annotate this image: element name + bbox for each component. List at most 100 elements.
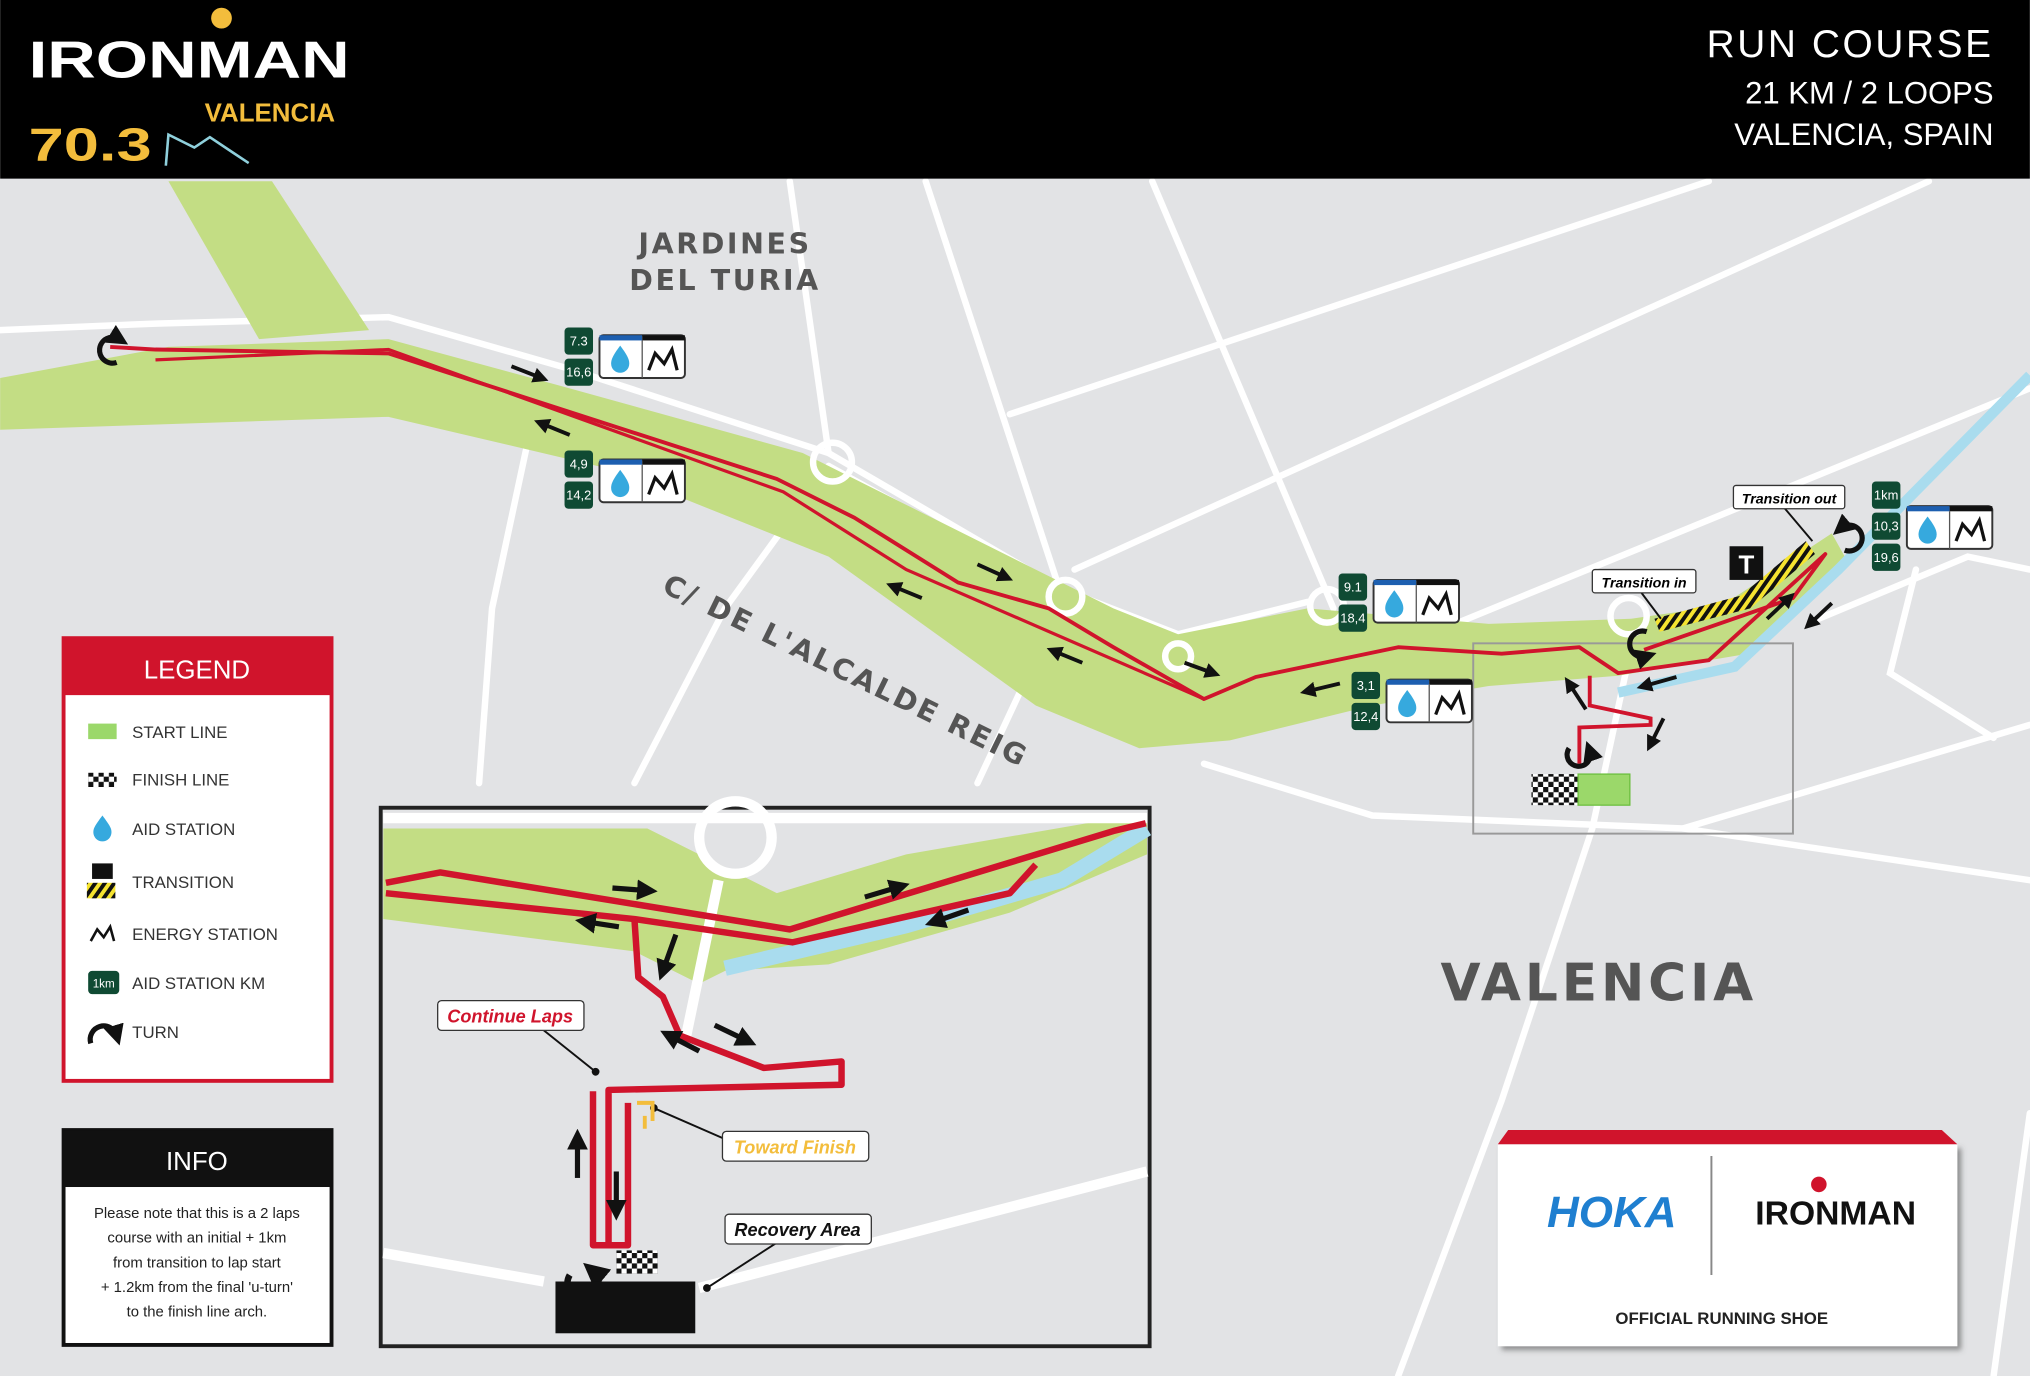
legend-item-energy-station: ENERGY STATION: [132, 925, 278, 944]
ironman-logo-dot: [1811, 1176, 1827, 1193]
aid-station-marker: 1km 10,3 19,6: [1871, 481, 1994, 571]
km-badge-label: 12,4: [1353, 709, 1378, 724]
toward-finish-arrow-icon: [637, 1100, 655, 1129]
ironman-logo: IRONMAN: [1755, 1196, 1916, 1233]
logo-head-icon: [211, 7, 232, 29]
energy-station-icon: [647, 469, 679, 496]
direction-arrow-icon: [976, 562, 1014, 582]
run-route-return: [155, 347, 1205, 701]
direction-arrows: [510, 364, 1834, 752]
km-badge: [564, 327, 594, 355]
svg-text:Continue Laps: Continue Laps: [447, 1007, 573, 1027]
svg-text:Toward Finish: Toward Finish: [734, 1137, 856, 1157]
recovery-area: [555, 1281, 696, 1334]
km-badge-label: 16,6: [566, 365, 591, 380]
inset-park: [383, 812, 1148, 984]
km-badge-label: 19,6: [1874, 550, 1899, 565]
direction-arrow-icon: [1183, 660, 1221, 678]
svg-text:Transition in: Transition in: [1602, 576, 1687, 592]
transition-icon: [92, 863, 113, 879]
inset-locator-frame: [1472, 642, 1794, 835]
legend-item-aid-station: AID STATION: [132, 820, 235, 839]
km-badge: [1871, 512, 1901, 540]
legend-title: LEGEND: [144, 656, 250, 684]
inset-route: [385, 820, 1147, 1249]
header-title: RUN COURSE: [1707, 23, 1994, 66]
km-badge: [1338, 573, 1368, 601]
hoka-logo: HOKA: [1547, 1188, 1677, 1237]
aid-station-marker: 9.118,4: [1338, 573, 1460, 632]
finish-line-icon: [88, 772, 117, 788]
finish-line-icon: [616, 1250, 658, 1274]
direction-arrow-icon: [886, 582, 923, 600]
aid-station-icon: [1918, 516, 1937, 544]
direction-arrow-icon: [713, 1022, 757, 1046]
park-label-line2: DEL TURIA: [629, 264, 821, 297]
start-line-icon: [88, 723, 117, 740]
km-badge: [1351, 671, 1381, 700]
direction-arrow-icon: [1046, 646, 1084, 665]
run-route: [110, 344, 1828, 701]
km-badge-label: 14,2: [566, 488, 591, 503]
aid-station-marker: 4,9 14,2: [564, 450, 686, 509]
energy-station-icon: [89, 923, 116, 942]
inset-river: [723, 821, 1152, 976]
direction-arrow-icon: [1765, 592, 1795, 621]
direction-arrow-icon: [612, 879, 658, 901]
legend-item-finish-line: FINISH LINE: [132, 771, 229, 790]
direction-arrow-icon: [1804, 601, 1834, 630]
legend-item-start-line: START LINE: [132, 723, 227, 742]
km-badge-label: 7.3: [570, 334, 588, 349]
finish-inset: Continue Laps Toward Finish Recovery Are…: [378, 796, 1152, 1349]
transition-badge: T: [1738, 551, 1754, 579]
continue-laps-callout: Continue Laps: [437, 999, 600, 1076]
km-badge: [1351, 702, 1381, 731]
toward-finish-callout: Toward Finish: [637, 1100, 870, 1162]
header-distance: 21 KM / 2 LOOPS: [1745, 76, 1993, 111]
km-badge-label: 3,1: [1357, 678, 1375, 693]
aid-station-marker: 3,1 12,4: [1351, 671, 1473, 731]
km-badge-label: 1km: [1874, 488, 1898, 503]
direction-arrow-icon: [510, 364, 549, 383]
finish-line-icon: [1531, 774, 1579, 806]
recovery-area-callout: Recovery Area: [703, 1213, 872, 1292]
km-badge-label: 10,3: [1874, 519, 1899, 534]
inset-arrows: [567, 879, 970, 1221]
park-label-line1: JARDINES: [636, 228, 811, 261]
direction-arrow-icon: [660, 1030, 701, 1054]
aid-station-icon: [1398, 689, 1417, 718]
logo-brand: IRONMAN: [29, 31, 350, 89]
header: IRONMAN 70.3 VALENCIA RUN COURSE 21 KM /…: [0, 0, 2030, 179]
logo-city-art-icon: [164, 132, 250, 166]
turn-icon: [1627, 628, 1657, 670]
transition-out-callout: Transition out: [1732, 484, 1846, 542]
aid-stations: 7.3 16,6 4,9 14,2 9.118,4 3,1 12,4 1km 10,3 19,6: [564, 327, 1994, 731]
park-north-strip: [168, 181, 370, 340]
km-badge: [1871, 543, 1901, 571]
energy-station-icon: [1421, 589, 1453, 616]
transition-area: [1654, 541, 1815, 632]
info-line: from transition to lap start: [113, 1255, 282, 1271]
aid-station-icon: [93, 815, 112, 842]
sponsor-panel: HOKA IRONMAN OFFICIAL RUNNING SHOE: [1497, 1130, 1958, 1347]
km-badge: [1871, 481, 1901, 509]
sponsor-tagline: OFFICIAL RUNNING SHOE: [1615, 1309, 1828, 1328]
turn-icon: [87, 1022, 124, 1046]
energy-station-icon: [647, 345, 679, 371]
km-badge-label: 4,9: [570, 457, 588, 472]
logo-race: 70.3: [29, 119, 152, 171]
info-box: INFO Please note that this is a 2 laps c…: [61, 1128, 334, 1347]
park-turia: [0, 339, 1845, 749]
run-route-finish-spur: [1577, 675, 1653, 764]
info-line: Please note that this is a 2 laps: [94, 1206, 300, 1222]
km-badge: [564, 450, 594, 478]
km-badge: [1338, 604, 1368, 632]
direction-arrow-icon: [575, 912, 620, 934]
svg-text:Recovery Area: Recovery Area: [734, 1220, 860, 1240]
info-line: + 1.2km from the final 'u-turn': [101, 1280, 293, 1296]
legend: LEGEND 1km START LINE FINISH LINE AID ST…: [61, 636, 334, 1083]
direction-arrow-icon: [1636, 675, 1677, 692]
aid-station-icon: [611, 345, 630, 373]
